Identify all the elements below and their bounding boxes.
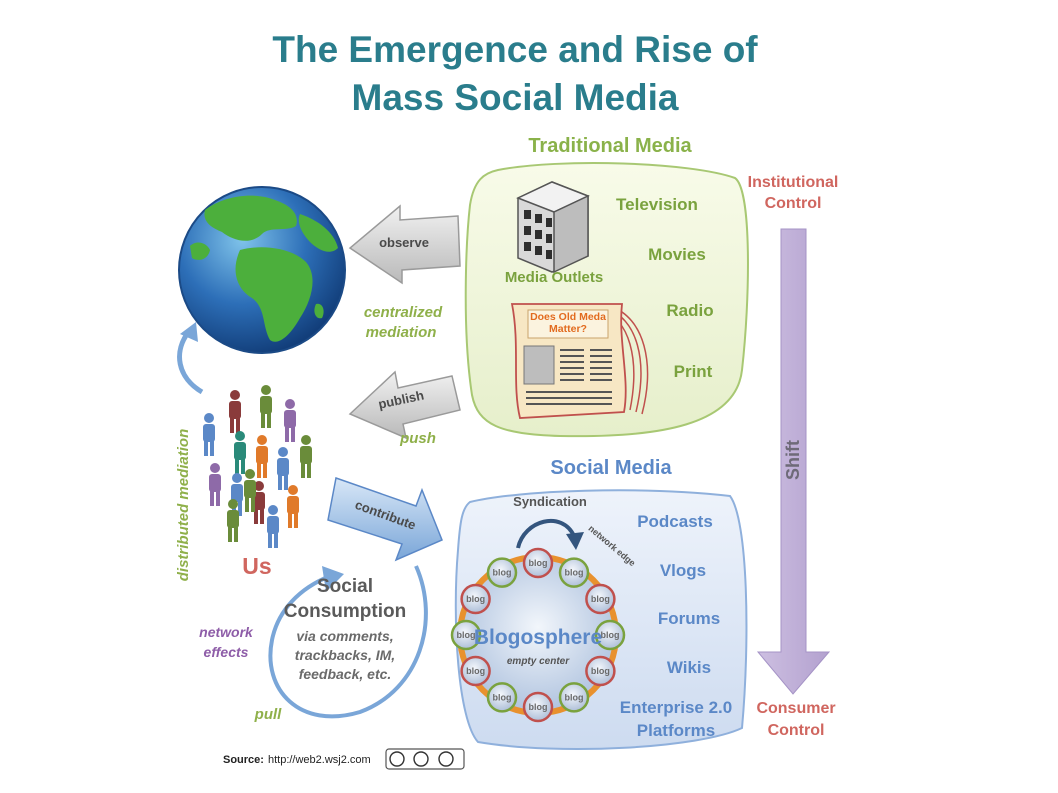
social-item-podcasts: Podcasts — [637, 512, 713, 531]
pull-label: pull — [254, 706, 282, 723]
blog-node: blog — [585, 655, 616, 687]
social-item-wikis: Wikis — [667, 658, 711, 677]
blog-node-label: blog — [565, 568, 584, 578]
network-effects-line-2: effects — [204, 644, 249, 660]
centralized-mediation-line-2: mediation — [366, 324, 437, 341]
blog-node: blog — [460, 583, 491, 615]
person-icon — [253, 481, 265, 524]
title-line-1: The Emergence and Rise of — [272, 29, 758, 70]
blog-nodes: blog blog blog blog blog blog blog blog blog blog… — [450, 547, 626, 723]
person-icon — [209, 463, 221, 506]
globe-icon — [178, 186, 346, 354]
media-outlets-label: Media Outlets — [505, 269, 603, 286]
observe-arrow — [348, 204, 461, 285]
empty-center-label: empty center — [507, 656, 570, 667]
blog-node: blog — [558, 682, 590, 713]
blog-node-label: blog — [466, 594, 485, 604]
newspaper-headline-line-1: Does Old Meda — [530, 311, 606, 323]
blog-node-label: blog — [591, 594, 610, 604]
person-icon — [227, 499, 239, 542]
blog-node-label: blog — [591, 666, 610, 676]
blog-node: blog — [522, 547, 554, 579]
network-effects-line-1: network — [199, 624, 254, 640]
social-consumption-sub-1: via comments, — [296, 628, 393, 644]
social-consumption-cycle-arrow — [268, 565, 428, 719]
social-item-enterprise-line-1: Enterprise 2.0 — [620, 698, 732, 717]
blog-node: blog — [450, 619, 482, 651]
blog-node-label: blog — [565, 692, 584, 702]
person-icon — [234, 431, 246, 474]
blogosphere-label: Blogosphere — [474, 626, 602, 649]
blog-node-label: blog — [457, 630, 476, 640]
publish-arrow — [348, 370, 461, 440]
institutional-control-line-2: Control — [765, 195, 822, 212]
blog-node: blog — [594, 619, 626, 651]
social-consumption-sub-2: trackbacks, IM, — [295, 647, 395, 663]
person-icon — [300, 435, 312, 478]
blog-node: blog — [585, 583, 616, 615]
centralized-mediation-line-1: centralized — [364, 304, 443, 321]
social-consumption-line-1: Social — [317, 576, 373, 597]
social-consumption-line-2: Consumption — [284, 601, 406, 622]
social-consumption-sub-3: feedback, etc. — [299, 666, 392, 682]
blog-node-label: blog — [529, 702, 548, 712]
media-outlets-building-icon — [516, 181, 590, 274]
shift-arrow — [756, 228, 831, 695]
blog-node-label: blog — [466, 666, 485, 676]
blog-node-label: blog — [493, 692, 512, 702]
syndication-label: Syndication — [513, 494, 587, 509]
newspaper-icon — [510, 303, 649, 419]
person-icon — [256, 435, 268, 478]
globe-people-curved-arrow — [177, 322, 204, 395]
person-icon — [229, 390, 241, 433]
syndication-curved-arrow — [516, 518, 584, 550]
us-label: Us — [242, 553, 271, 579]
traditional-item-movies: Movies — [648, 245, 706, 264]
blog-node: blog — [460, 655, 491, 687]
blog-node-label: blog — [493, 568, 512, 578]
person-icon — [260, 385, 272, 428]
consumer-control-line-2: Control — [768, 722, 825, 739]
push-label: push — [399, 430, 436, 447]
blog-node-label: blog — [529, 558, 548, 568]
contribute-arrow — [327, 477, 443, 562]
blog-node: blog — [486, 682, 518, 713]
people-group — [203, 385, 312, 548]
person-icon — [277, 447, 289, 490]
source-label: Source: — [223, 754, 264, 766]
traditional-media-heading: Traditional Media — [528, 135, 692, 157]
newspaper-headline-line-2: Matter? — [549, 323, 587, 335]
blog-node: blog — [558, 557, 590, 588]
source-url: http://web2.wsj2.com — [268, 754, 371, 766]
person-icon — [203, 413, 215, 456]
person-icon — [244, 469, 256, 512]
distributed-mediation-label: distributed mediation — [175, 429, 192, 582]
person-icon — [284, 399, 296, 442]
source-line: Source: http://web2.wsj2.com — [223, 754, 371, 766]
social-media-heading: Social Media — [550, 457, 672, 479]
consumer-control-line-1: Consumer — [756, 700, 835, 717]
social-item-enterprise-line-2: Platforms — [637, 721, 715, 740]
blog-node: blog — [522, 691, 554, 723]
person-icon — [231, 473, 243, 516]
social-item-forums: Forums — [658, 609, 720, 628]
creative-commons-badge — [385, 748, 465, 770]
blog-node-label: blog — [601, 630, 620, 640]
institutional-control-line-1: Institutional — [748, 174, 839, 191]
traditional-item-print: Print — [674, 362, 713, 381]
traditional-item-radio: Radio — [666, 301, 713, 320]
observe-arrow-label: observe — [379, 235, 429, 250]
person-icon — [267, 505, 279, 548]
person-icon — [287, 485, 299, 528]
traditional-item-television: Television — [616, 195, 698, 214]
social-item-vlogs: Vlogs — [660, 561, 706, 580]
blog-node: blog — [486, 557, 518, 588]
shift-label: Shift — [783, 440, 803, 480]
title-line-2: Mass Social Media — [352, 77, 679, 118]
